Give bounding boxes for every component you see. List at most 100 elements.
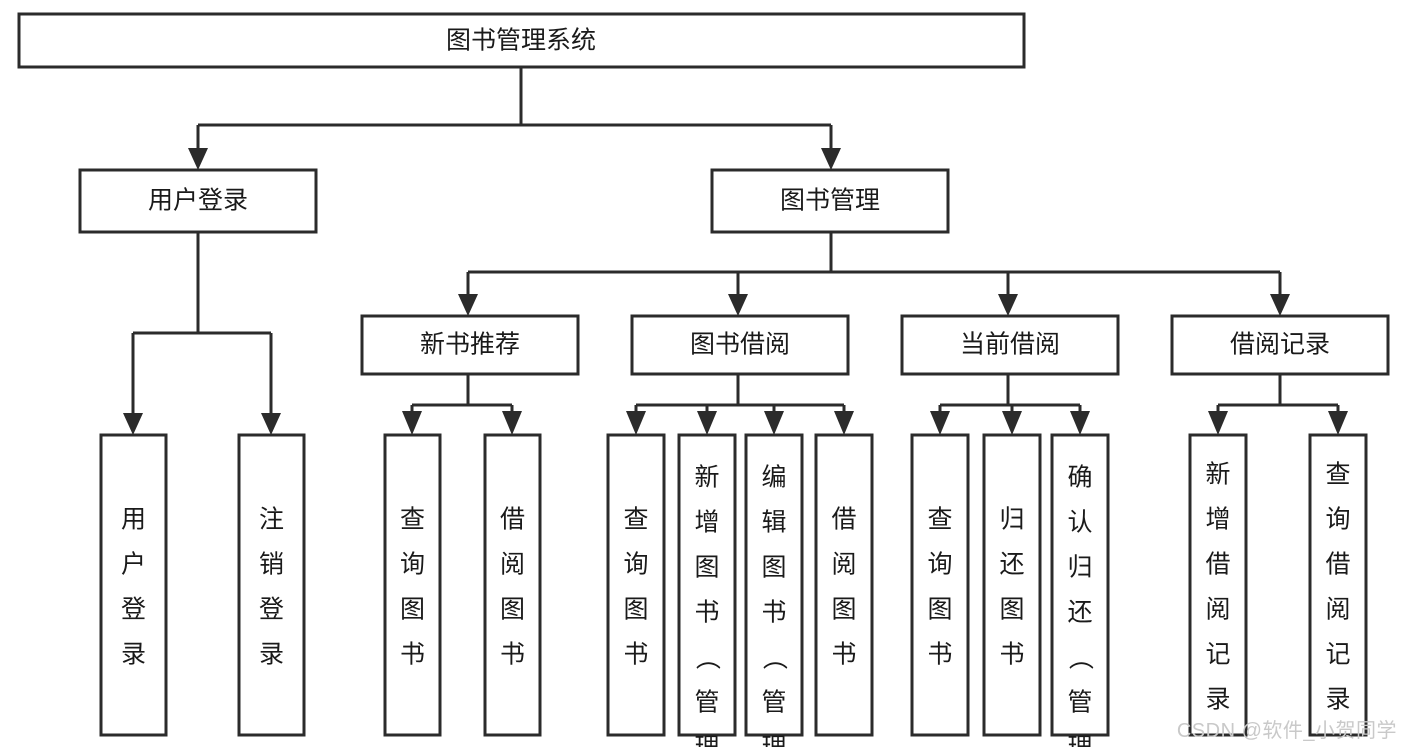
- arrow-leaf-user-login: [123, 413, 143, 435]
- svg-text:阅: 阅: [1205, 595, 1230, 623]
- svg-text:借: 借: [500, 505, 525, 533]
- svg-text:录: 录: [1205, 685, 1230, 713]
- svg-text:录: 录: [1325, 685, 1350, 713]
- svg-text:图: 图: [761, 553, 786, 581]
- leaf-add-borrow-record-box[interactable]: [1188, 433, 1248, 737]
- current-borrow-box[interactable]: [900, 314, 1120, 376]
- svg-text:书: 书: [761, 598, 786, 626]
- svg-text:归: 归: [1067, 553, 1092, 581]
- svg-text:（: （: [760, 645, 788, 670]
- root-label: 图书管理系统: [446, 27, 596, 55]
- leaf-query-book-3-box[interactable]: [910, 433, 970, 737]
- arrow-to-new-book-recommend: [458, 294, 478, 316]
- svg-text:还: 还: [999, 550, 1024, 578]
- svg-text:阅: 阅: [1325, 595, 1350, 623]
- svg-text:新: 新: [694, 463, 719, 491]
- svg-text:确: 确: [1067, 463, 1092, 491]
- svg-text:销: 销: [259, 550, 284, 578]
- svg-text:认: 认: [1067, 508, 1092, 536]
- leaf-borrow-book-1-box[interactable]: [483, 433, 542, 737]
- svg-text:还: 还: [1067, 598, 1092, 626]
- svg-text:书: 书: [500, 640, 525, 668]
- svg-text:书: 书: [400, 640, 425, 668]
- arrow-to-book-management: [821, 148, 841, 170]
- root-box[interactable]: [17, 12, 1026, 69]
- arrow-leaf-return-book: [1002, 411, 1022, 435]
- leaf-box-layer: [99, 433, 1368, 737]
- node-user-login[interactable]: 用户登录: [78, 168, 318, 234]
- svg-text:记: 记: [1205, 640, 1230, 668]
- svg-text:书: 书: [694, 598, 719, 626]
- arrow-leaf-add-borrow-record: [1208, 411, 1228, 435]
- node-borrow-record[interactable]: 借阅记录: [1170, 314, 1390, 376]
- arrow-leaf-query-book-1: [402, 411, 422, 435]
- svg-text:图: 图: [927, 595, 952, 623]
- node-root[interactable]: 图书管理系统: [17, 12, 1026, 69]
- svg-text:借: 借: [831, 505, 856, 533]
- svg-text:询: 询: [400, 550, 425, 578]
- svg-text:图: 图: [623, 595, 648, 623]
- leaf-add-book-admin-box[interactable]: [677, 433, 737, 737]
- arrow-leaf-borrow-book-1: [502, 411, 522, 435]
- svg-text:管: 管: [694, 688, 719, 716]
- svg-text:用: 用: [121, 505, 146, 533]
- svg-text:登: 登: [259, 595, 284, 623]
- svg-text:理: 理: [761, 733, 786, 747]
- svg-text:书: 书: [999, 640, 1024, 668]
- current-borrow-label: 当前借阅: [960, 331, 1060, 359]
- svg-text:阅: 阅: [500, 550, 525, 578]
- svg-text:增: 增: [694, 508, 719, 536]
- svg-text:记: 记: [1325, 640, 1350, 668]
- node-book-management[interactable]: 图书管理: [710, 168, 950, 234]
- svg-text:新: 新: [1205, 460, 1230, 488]
- connector-layer: [123, 67, 1348, 435]
- node-current-borrow[interactable]: 当前借阅: [900, 314, 1120, 376]
- leaf-return-book-box[interactable]: [982, 433, 1042, 737]
- book-borrow-label: 图书借阅: [690, 331, 790, 359]
- new-book-recommend-box[interactable]: [360, 314, 580, 376]
- arrow-to-book-borrow: [728, 294, 748, 316]
- svg-text:理: 理: [1067, 733, 1092, 747]
- svg-text:询: 询: [1325, 505, 1350, 533]
- svg-text:图: 图: [400, 595, 425, 623]
- borrow-record-box[interactable]: [1170, 314, 1390, 376]
- book-management-label: 图书管理: [780, 187, 880, 215]
- leaf-borrow-book-2-box[interactable]: [814, 433, 874, 737]
- svg-text:查: 查: [400, 505, 425, 533]
- node-book-borrow[interactable]: 图书借阅: [630, 314, 850, 376]
- arrow-leaf-confirm-return-admin: [1070, 411, 1090, 435]
- leaf-query-borrow-record-box[interactable]: [1308, 433, 1368, 737]
- svg-text:管: 管: [1067, 688, 1092, 716]
- svg-text:借: 借: [1325, 550, 1350, 578]
- leaf-confirm-return-admin-box[interactable]: [1050, 433, 1110, 737]
- leaf-edit-book-admin-box[interactable]: [744, 433, 804, 737]
- leaf-user-login-box[interactable]: [99, 433, 168, 737]
- book-management-box[interactable]: [710, 168, 950, 234]
- svg-text:图: 图: [999, 595, 1024, 623]
- book-borrow-box[interactable]: [630, 314, 850, 376]
- svg-text:查: 查: [623, 505, 648, 533]
- arrow-leaf-add-book-admin: [697, 411, 717, 435]
- svg-text:户: 户: [121, 550, 146, 578]
- svg-text:注: 注: [259, 505, 284, 533]
- node-new-book-recommend[interactable]: 新书推荐: [360, 314, 580, 376]
- leaf-query-book-2-box[interactable]: [606, 433, 666, 737]
- borrow-record-label: 借阅记录: [1230, 331, 1330, 359]
- svg-text:（: （: [1066, 645, 1094, 670]
- svg-text:管: 管: [761, 688, 786, 716]
- leaf-logout-login-box[interactable]: [237, 433, 306, 737]
- user-login-box[interactable]: [78, 168, 318, 234]
- svg-text:录: 录: [259, 640, 284, 668]
- leaf-user-login-label: 用户登录: [121, 505, 146, 668]
- leaf-query-book-1-box[interactable]: [383, 433, 442, 737]
- svg-text:编: 编: [761, 463, 786, 491]
